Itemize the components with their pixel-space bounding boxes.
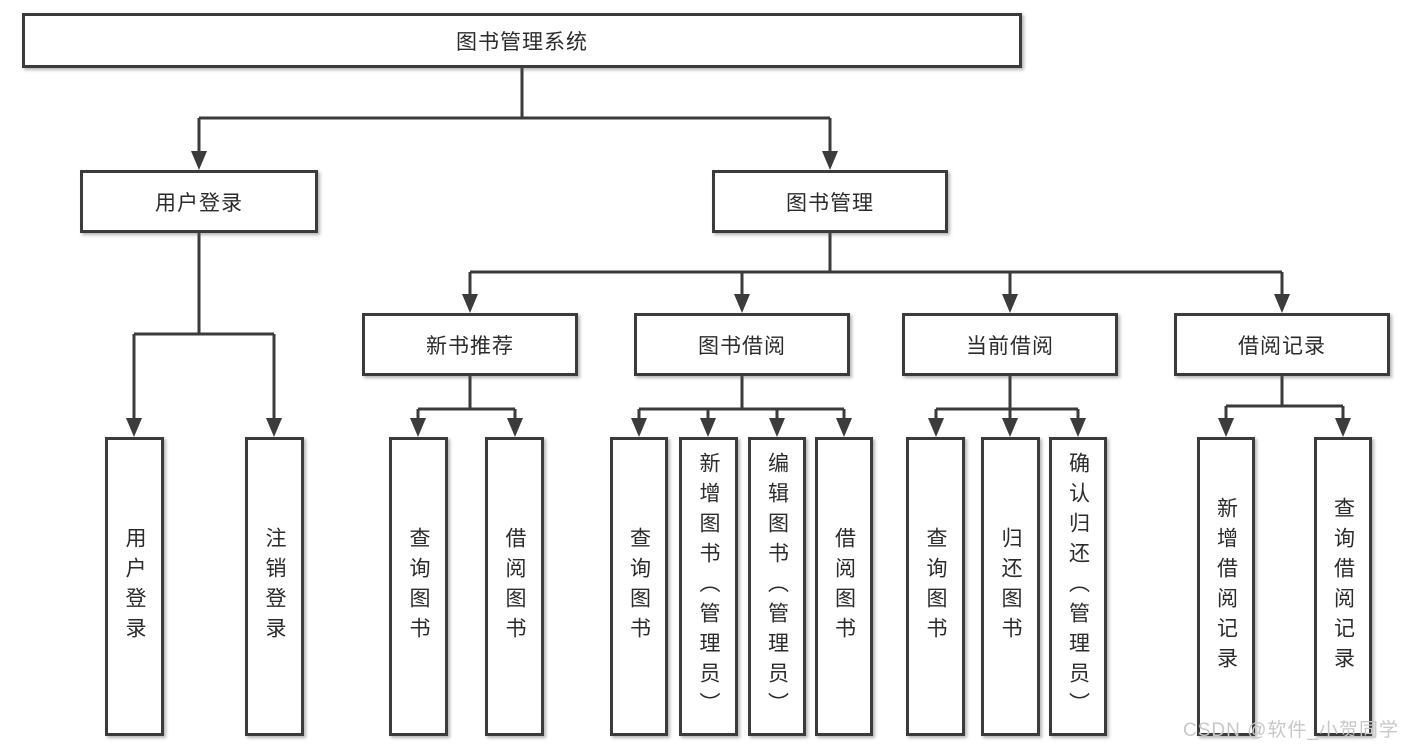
- node-root: 图书管理系统: [22, 13, 1022, 68]
- arrowhead-icon: [462, 294, 478, 313]
- arrowhead-icon: [700, 418, 716, 437]
- leaf-query-books-borrowing: 查询图书: [610, 437, 668, 736]
- arrowhead-icon: [1335, 418, 1351, 437]
- leaf-query-borrow-record: 查询借阅记录: [1314, 437, 1372, 736]
- node-label: 新书推荐: [426, 334, 514, 358]
- node-label: 归还图书: [999, 526, 1022, 647]
- arrowhead-icon: [822, 151, 838, 170]
- node-label: 图书管理系统: [456, 30, 588, 54]
- arrowhead-icons: [126, 151, 1351, 437]
- node-label: 用户登录: [155, 191, 243, 215]
- watermark: CSDN @软件_小贺同学: [1183, 720, 1399, 741]
- node-current-borrowing: 当前借阅: [902, 313, 1118, 376]
- leaf-return-books: 归还图书: [981, 437, 1040, 736]
- node-label: 借阅图书: [503, 526, 526, 647]
- node-label: 当前借阅: [966, 334, 1054, 358]
- leaf-add-borrow-record: 新增借阅记录: [1197, 437, 1255, 736]
- arrowhead-icon: [734, 294, 750, 313]
- node-user-login: 用户登录: [80, 170, 318, 233]
- leaf-edit-books-admin: 编辑图书（管理员）: [748, 437, 806, 736]
- arrowhead-icon: [1002, 294, 1018, 313]
- leaf-user-login: 用户登录: [105, 437, 164, 736]
- leaf-add-books-admin: 新增图书（管理员）: [679, 437, 738, 736]
- node-label: 图书管理: [786, 191, 874, 215]
- leaf-borrow-books-recommend: 借阅图书: [485, 437, 544, 736]
- leaf-query-books-current: 查询图书: [906, 437, 965, 736]
- arrowhead-icon: [191, 151, 207, 170]
- node-label: 编辑图书（管理员）: [765, 451, 789, 722]
- leaf-borrow-books: 借阅图书: [815, 437, 873, 736]
- node-label: 图书借阅: [698, 334, 786, 358]
- leaf-query-books-recommend: 查询图书: [389, 437, 448, 736]
- arrowhead-icon: [769, 418, 785, 437]
- node-label: 查询图书: [407, 526, 430, 647]
- node-book-management: 图书管理: [712, 170, 948, 233]
- node-new-book-recommend: 新书推荐: [362, 313, 578, 376]
- arrowhead-icon: [1070, 418, 1086, 437]
- arrowhead-icon: [126, 418, 142, 437]
- leaf-confirm-return-admin: 确认归还（管理员）: [1049, 437, 1107, 736]
- arrowhead-icon: [1274, 294, 1290, 313]
- node-label: 查询借阅记录: [1331, 496, 1355, 677]
- node-label: 新增图书（管理员）: [697, 451, 720, 722]
- arrowhead-icon: [631, 418, 647, 437]
- node-label: 注销登录: [263, 526, 286, 647]
- arrowhead-icon: [1218, 418, 1234, 437]
- node-label: 借阅图书: [832, 526, 856, 647]
- node-label: 查询图书: [627, 526, 651, 647]
- node-label: 借阅记录: [1238, 334, 1326, 358]
- leaf-logout: 注销登录: [245, 437, 304, 736]
- node-book-borrowing: 图书借阅: [634, 313, 850, 376]
- node-label: 确认归还（管理员）: [1066, 451, 1090, 722]
- arrowhead-icon: [410, 418, 426, 437]
- node-label: 用户登录: [123, 526, 146, 647]
- arrowhead-icon: [836, 418, 852, 437]
- node-label: 查询图书: [924, 526, 947, 647]
- arrowhead-icon: [1002, 418, 1018, 437]
- arrowhead-icon: [928, 418, 944, 437]
- arrowhead-icon: [507, 418, 523, 437]
- arrowhead-icon: [266, 418, 282, 437]
- node-label: 新增借阅记录: [1214, 496, 1238, 677]
- node-borrowing-records: 借阅记录: [1174, 313, 1390, 376]
